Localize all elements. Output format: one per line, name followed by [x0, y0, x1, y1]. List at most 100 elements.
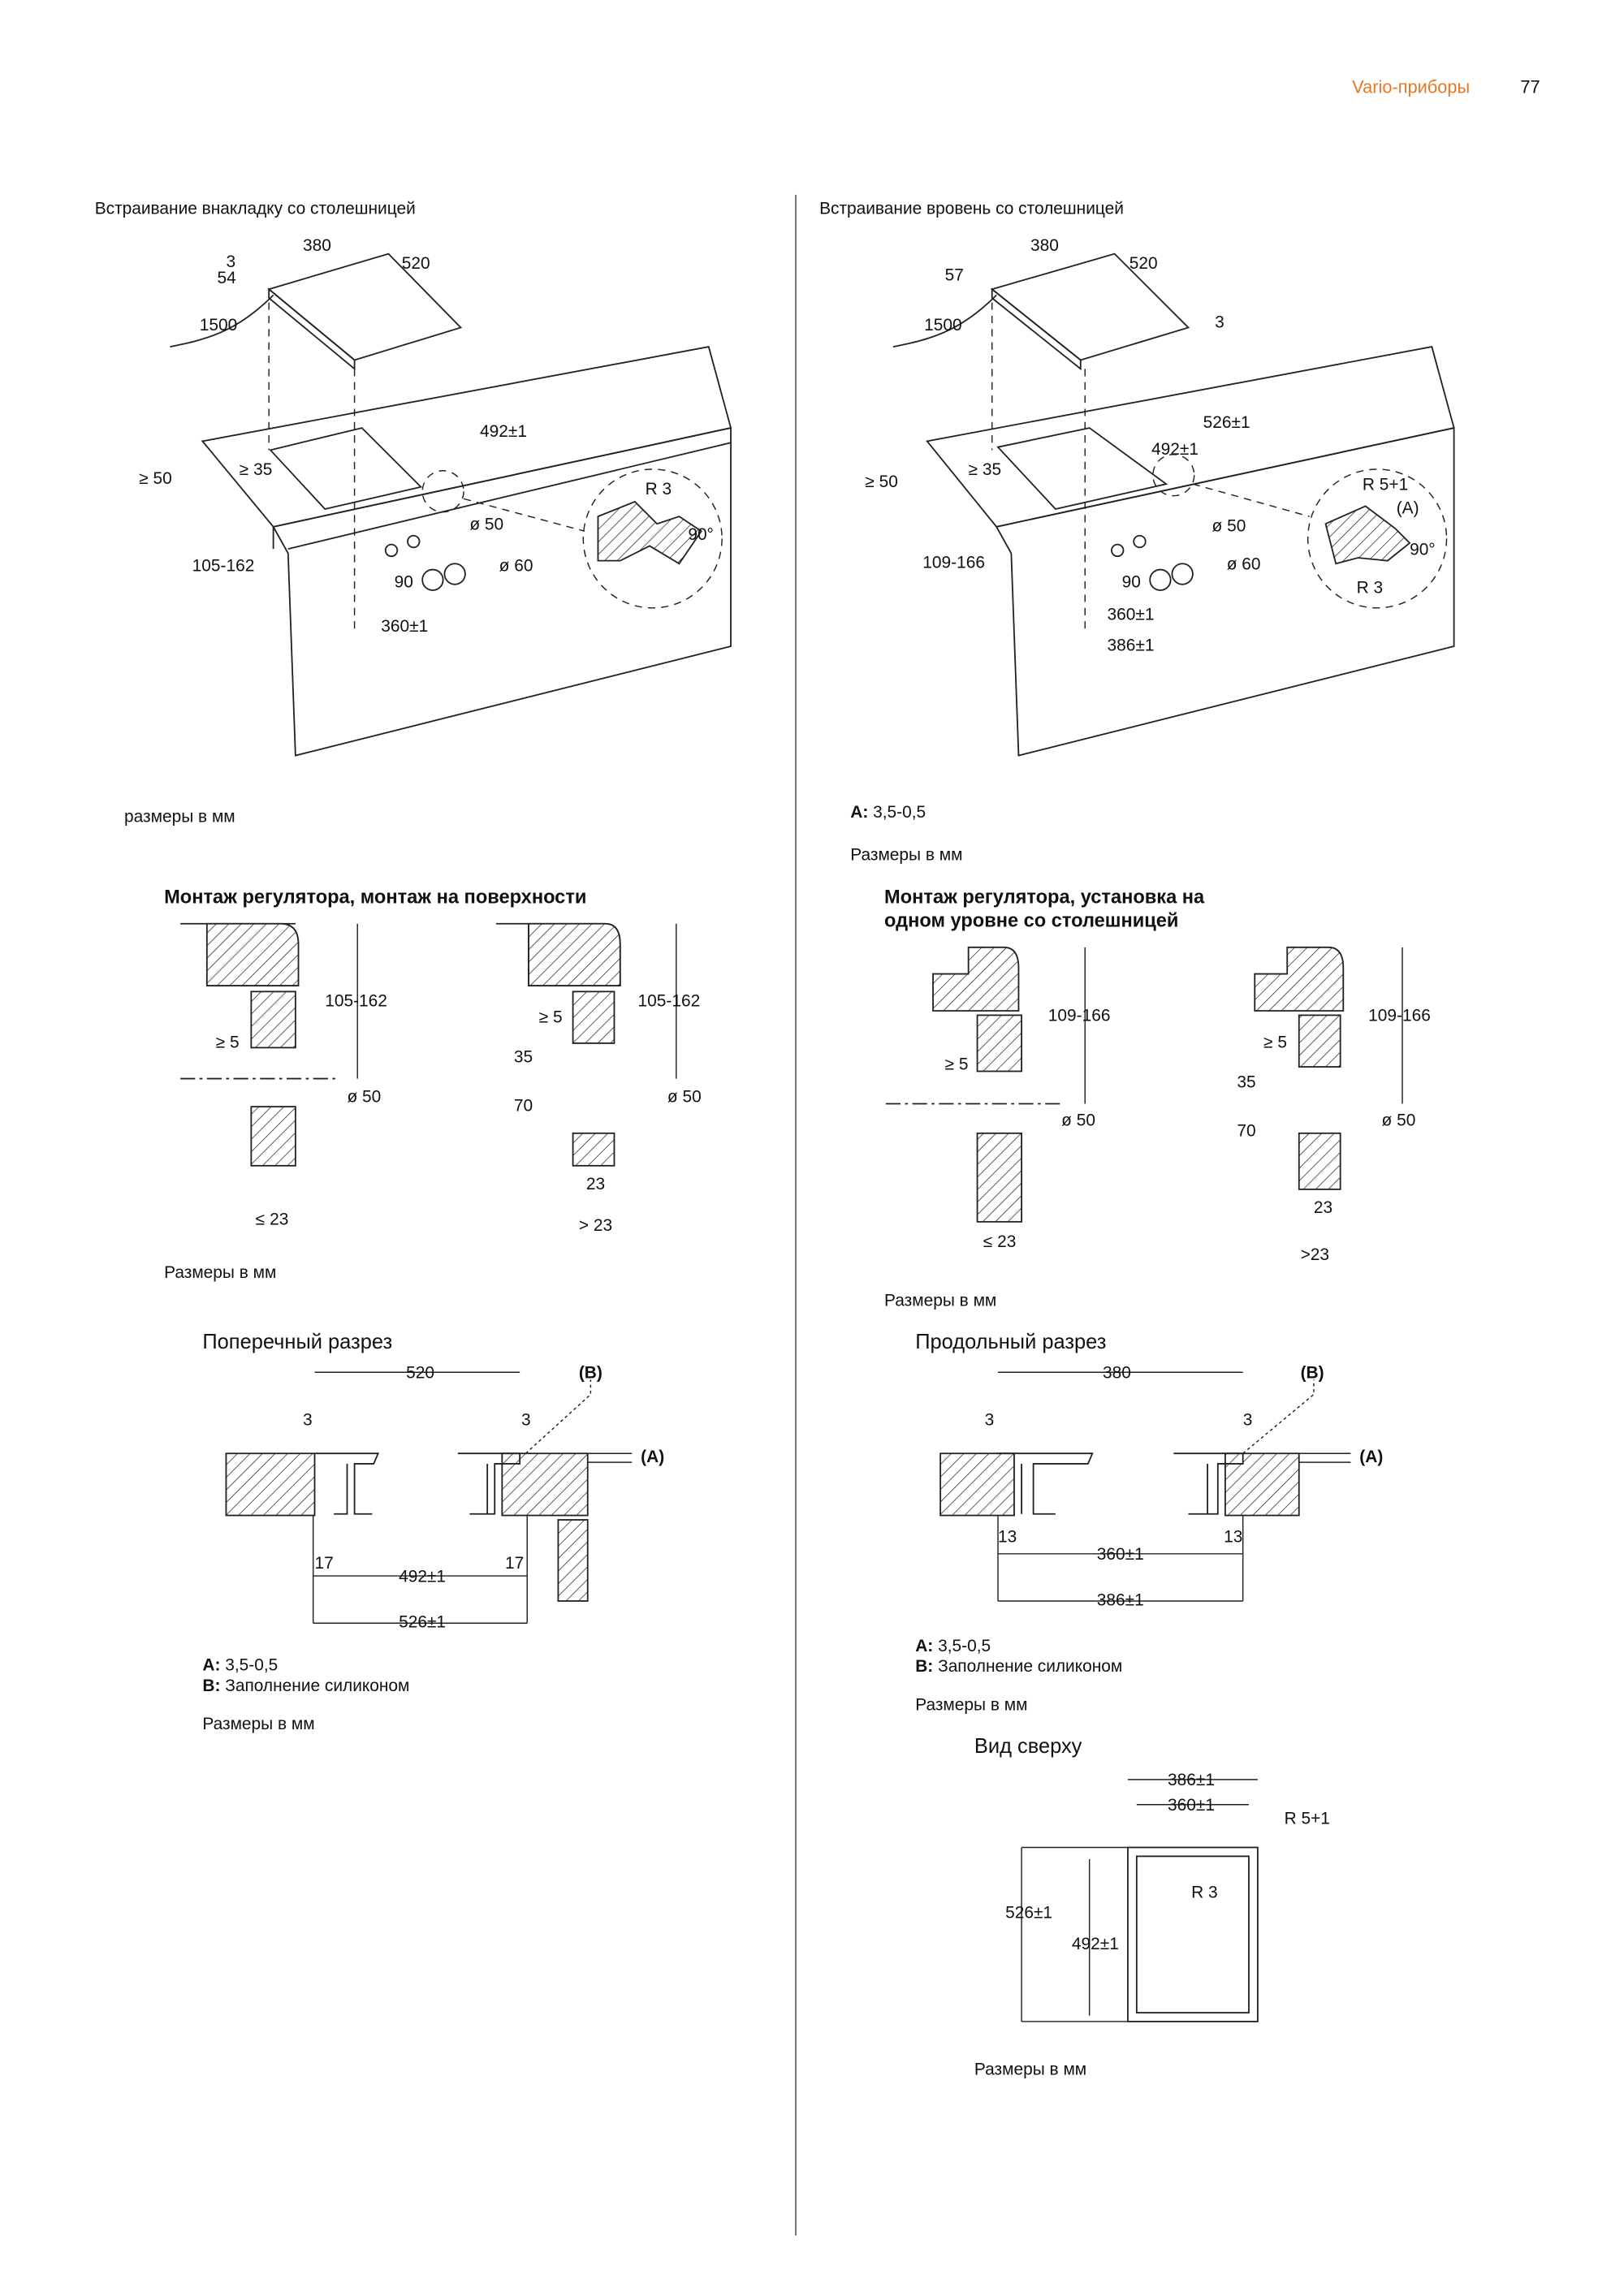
dimension-label: 492±1: [1151, 440, 1199, 459]
dimension-label: (B): [1301, 1364, 1324, 1383]
dimension-label: ≥ 50: [865, 473, 898, 491]
dimension-label: 35: [1237, 1072, 1255, 1091]
long-section-drawing: [939, 1371, 1351, 1602]
dimension-label: 386±1: [1097, 1590, 1144, 1609]
cross-section-drawing: [225, 1371, 633, 1624]
dimension-label: ≥ 5: [539, 1008, 563, 1027]
dimension-label: 492±1: [1072, 1935, 1119, 1953]
dimension-label: >23: [1301, 1245, 1329, 1264]
dimension-label: 70: [514, 1097, 533, 1116]
dimension-label: ≥ 5: [1263, 1033, 1287, 1051]
dimension-label: ≥ 5: [945, 1055, 969, 1074]
right-note-a: A: 3,5-0,5: [850, 803, 926, 822]
cross-note-a: A: 3,5-0,5: [202, 1655, 278, 1674]
top-view-drawing: [1021, 1779, 1259, 2022]
dimension-label: ≥ 35: [240, 460, 273, 479]
dimension-label: 90°: [688, 525, 714, 544]
dimension-label: 3: [1215, 313, 1224, 331]
dimension-label: 492±1: [480, 422, 527, 441]
dimension-label: ø 50: [1382, 1111, 1416, 1130]
dimension-label: R 3: [1357, 579, 1384, 598]
long-units: Размеры в мм: [915, 1695, 1027, 1714]
dimension-label: 17: [315, 1554, 334, 1573]
dimension-label: A:: [850, 803, 868, 822]
dimension-label: 526±1: [1005, 1904, 1052, 1923]
dimension-label: 54: [218, 269, 236, 287]
dimension-label: ø 50: [1061, 1111, 1095, 1130]
dimension-label: B:: [915, 1657, 933, 1676]
dimension-label: ≤ 23: [983, 1232, 1017, 1251]
dimension-label: Заполнение силиконом: [938, 1657, 1122, 1676]
dimension-label: (B): [579, 1364, 603, 1383]
cross-units: Размеры в мм: [202, 1715, 314, 1733]
right-isometric-drawing: [892, 252, 1455, 757]
dimension-label: (A): [1359, 1448, 1383, 1466]
long-section-title: Продольный разрез: [915, 1331, 1106, 1353]
dimension-label: 109-166: [1048, 1007, 1111, 1025]
right-regulator-drawing: [885, 946, 1403, 1223]
dimension-label: 35: [514, 1048, 533, 1067]
dimension-label: 90°: [1410, 540, 1436, 559]
right-regulator-units: Размеры в мм: [884, 1291, 996, 1310]
dimension-label: 3: [985, 1411, 995, 1430]
dimension-label: 360±1: [381, 617, 428, 636]
dimension-label: 90: [395, 572, 413, 591]
cross-note-b: B: Заполнение силиконом: [202, 1677, 409, 1695]
left-isometric-drawing: [170, 252, 732, 757]
dimension-label: ø 50: [347, 1088, 381, 1107]
dimension-label: 13: [998, 1527, 1017, 1546]
dimension-label: 492±1: [399, 1567, 446, 1586]
page-number: 77: [1520, 77, 1540, 97]
dimension-label: ≥ 35: [969, 460, 1002, 479]
dimension-label: 3: [226, 252, 235, 271]
dimension-label: ø 50: [1212, 516, 1246, 535]
dimension-label: ≤ 23: [256, 1211, 289, 1229]
dimension-label: 360±1: [1168, 1796, 1215, 1815]
right-units: Размеры в мм: [850, 846, 962, 865]
dimension-label: ø 60: [499, 556, 533, 575]
dimension-label: > 23: [579, 1216, 612, 1235]
dimension-label: 3,5-0,5: [938, 1637, 991, 1655]
dimension-label: A:: [915, 1637, 933, 1655]
dimension-label: 1500: [200, 316, 237, 334]
dimension-label: 105-162: [325, 992, 387, 1011]
left-regulator-title: Монтаж регулятора, монтаж на поверхности: [164, 887, 586, 908]
section-title: Vario-приборы: [1352, 77, 1470, 97]
dimension-label: B:: [202, 1677, 220, 1695]
dimension-label: 23: [1314, 1198, 1332, 1217]
dimension-label: 109-166: [922, 554, 985, 572]
dimension-label: 386±1: [1107, 637, 1154, 655]
left-units: размеры в мм: [124, 807, 235, 826]
dimension-label: 3,5-0,5: [225, 1655, 278, 1674]
left-title: Встраивание внакладку со столешницей: [95, 200, 416, 218]
long-note-a: A: 3,5-0,5: [915, 1637, 991, 1655]
long-note-b: B: Заполнение силиконом: [915, 1657, 1122, 1676]
dimension-label: 13: [1224, 1527, 1242, 1546]
dimension-label: 1500: [924, 316, 961, 334]
dimension-label: 520: [1129, 254, 1158, 273]
dimension-label: (A): [1397, 498, 1419, 517]
top-view-title: Вид сверху: [974, 1735, 1082, 1758]
left-regulator-units: Размеры в мм: [164, 1263, 276, 1282]
right-regulator-title-2: одном уровне со столешницей: [884, 910, 1178, 931]
dimension-label: R 5+1: [1285, 1809, 1330, 1828]
dimension-label: 70: [1237, 1121, 1255, 1140]
dimension-label: 3: [303, 1411, 313, 1430]
dimension-label: R 3: [1191, 1883, 1218, 1901]
dimension-label: 105-162: [638, 992, 701, 1011]
dimension-label: ø 60: [1227, 555, 1261, 574]
left-regulator-drawing: [180, 922, 677, 1167]
dimension-label: 526±1: [1203, 413, 1250, 432]
dimension-label: 17: [505, 1554, 524, 1573]
dimension-label: R 5+1: [1363, 475, 1408, 494]
dimension-label: (A): [641, 1448, 664, 1466]
dimension-label: 526±1: [399, 1613, 446, 1632]
dimension-label: 105-162: [192, 556, 255, 575]
